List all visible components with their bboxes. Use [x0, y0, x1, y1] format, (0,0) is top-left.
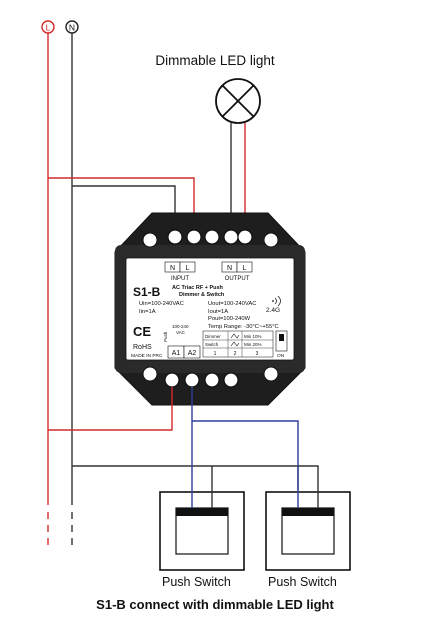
dip-row1-mode: Dimmer	[205, 334, 221, 339]
dip-number-2: 2	[234, 351, 237, 357]
input-header: INPUT	[171, 276, 189, 282]
led-lamp-icon	[215, 78, 261, 124]
push-switch-icon-2	[265, 491, 351, 571]
dip-switch-icon	[275, 330, 288, 352]
neutral-marker: N	[65, 20, 79, 34]
a1-terminal-label: A1	[172, 350, 181, 357]
switch-common-wire	[72, 465, 299, 490]
rf-label: 2.4G	[266, 307, 280, 314]
dip-arrow-icon-1	[230, 333, 240, 339]
spec-uin: Uin=100-240VAC	[139, 301, 184, 307]
dip-number-3: 3	[256, 351, 259, 357]
dip-row2-mode: Switch	[205, 342, 219, 347]
neutral-marker-label: N	[69, 23, 75, 33]
input-terminal-n: N	[170, 265, 175, 272]
live-marker: L	[41, 20, 55, 34]
dip-row2-min: Min 20%	[244, 342, 262, 347]
device-desc-line1: AC Triac RF + Push	[172, 285, 224, 291]
push-switch-icon-1	[159, 491, 245, 571]
spec-temp: Temp Range: -30°C~+55°C	[208, 324, 279, 330]
range-label: 100-240	[172, 324, 189, 329]
diagram-caption: S1-B connect with dimmable LED light	[96, 597, 334, 612]
spec-iin: Iin=1A	[139, 309, 156, 315]
spec-pout: Pout=100-240W	[208, 316, 251, 322]
on-label: ON	[277, 353, 285, 359]
a2-switch-wire	[191, 387, 299, 490]
input-terminal-l: L	[186, 265, 190, 272]
bottom-terminal-block	[164, 372, 239, 388]
live-marker-label: L	[46, 23, 51, 33]
top-terminal-block	[167, 229, 253, 245]
dip-number-1: 1	[214, 351, 217, 357]
push-vertical-label: Push	[163, 331, 168, 342]
dimmer-device: N L INPUT N L OUTPUT S1-B AC Triac RF + …	[114, 212, 306, 406]
push-switch-label-1: Push Switch	[162, 575, 231, 589]
ce-mark: CE	[133, 324, 151, 339]
a1-live-wire	[48, 387, 173, 431]
vac-label: VAC	[176, 330, 186, 335]
spec-iout: Iout=1A	[208, 309, 228, 315]
output-terminal-n: N	[227, 265, 232, 272]
spec-uout: Uout=100-240VAC	[208, 301, 256, 307]
a2-terminal-label: A2	[188, 350, 197, 357]
rohs-mark: RoHS	[133, 344, 152, 351]
output-terminal-l: L	[243, 265, 247, 272]
rf-wave-icon	[272, 295, 281, 307]
dip-row1-min: Min 10%	[244, 334, 262, 339]
output-header: OUTPUT	[225, 276, 250, 282]
made-in-label: MADE IN PRC	[131, 353, 163, 359]
push-switch-label-2: Push Switch	[268, 575, 337, 589]
dip-arrow-icon-2	[230, 341, 240, 347]
diagram-title: Dimmable LED light	[155, 53, 275, 68]
device-desc-line2: Dimmer & Switch	[179, 292, 225, 298]
device-model: S1-B	[133, 285, 161, 299]
switch2-neutral-branch	[298, 465, 319, 490]
dip-table: Dimmer Switch Min 10% Min 20% 1 2 3	[202, 330, 274, 358]
